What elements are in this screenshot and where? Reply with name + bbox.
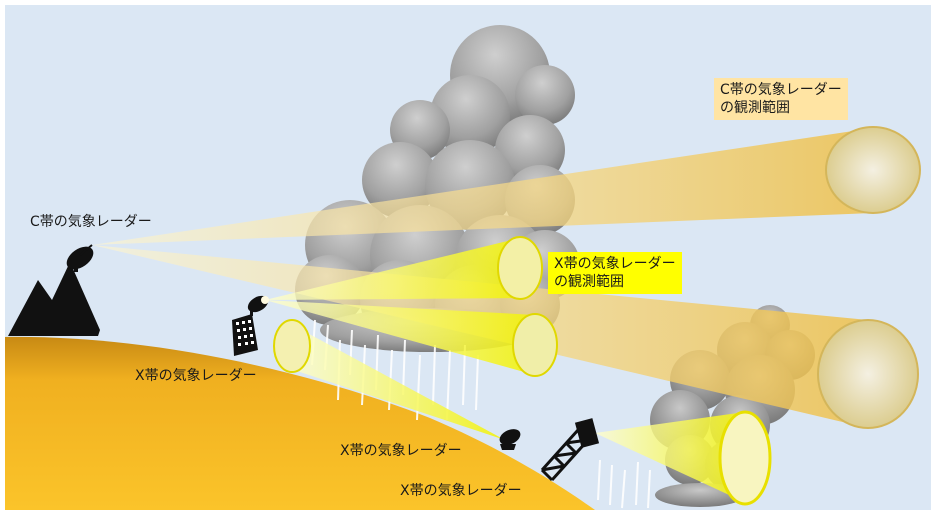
x-band-beam-mid [265, 300, 535, 375]
x-band-beam-mid-end [512, 313, 558, 377]
x-band-radar-building-label: X帯の気象レーダー [135, 368, 257, 384]
c-band-coverage-callout: C帯の気象レーダー の観測範囲 [714, 78, 848, 120]
x-band-beam-upper [265, 238, 520, 300]
c-band-beam-upper-end [825, 126, 921, 214]
c-band-radar-dish-icon [66, 244, 94, 272]
x-band-coverage-line2: の観測範囲 [554, 274, 624, 290]
c-band-beam-upper [92, 128, 873, 245]
x-band-radar-tower-label: X帯の気象レーダー [400, 483, 522, 499]
x-band-beam-ground-end [273, 319, 311, 373]
mountain-icon [8, 262, 100, 336]
x-band-coverage-line1: X帯の気象レーダー [554, 256, 676, 272]
x-band-radar-ground-label: X帯の気象レーダー [340, 443, 462, 459]
c-band-radar-label: C帯の気象レーダー [30, 214, 152, 230]
x-band-beams [265, 236, 772, 506]
x-band-origin-glow [261, 296, 269, 304]
ground-hill [5, 336, 595, 510]
c-band-coverage-line2: の観測範囲 [720, 100, 790, 116]
x-band-beam-ground [287, 322, 505, 440]
c-band-coverage-line1: C帯の気象レーダー [720, 82, 842, 98]
ground-radar-dish-icon [499, 429, 521, 450]
x-band-beam-tower [595, 412, 745, 500]
x-band-beam-tower-end [718, 410, 772, 506]
x-band-beam-upper-end [497, 236, 543, 300]
c-band-beam-lower-end [817, 319, 919, 429]
tower-radar-icon [540, 418, 600, 482]
x-band-coverage-callout: X帯の気象レーダー の観測範囲 [548, 252, 682, 294]
